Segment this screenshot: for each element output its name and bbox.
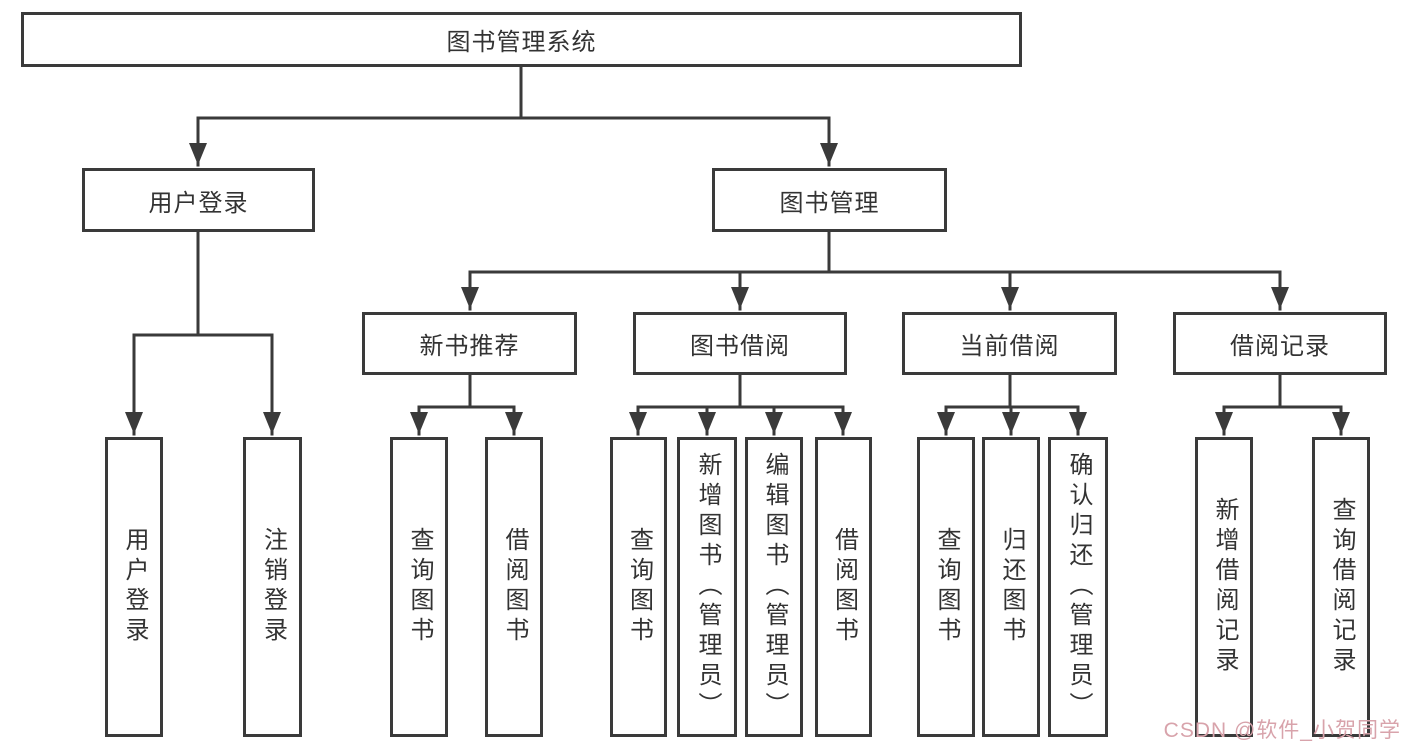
leaf-add-book-admin: 新增图书（管理员） — [677, 437, 737, 737]
node-user-login-label: 用户登录 — [148, 189, 249, 217]
watermark-text: CSDN @软件_小贺同学 — [1163, 719, 1401, 742]
leaf-add-book-admin-label: 新增图书（管理员） — [694, 452, 721, 722]
node-book-borrow-label: 图书借阅 — [690, 333, 790, 360]
leaf-confirm-return-admin-label: 确认归还（管理员） — [1065, 452, 1092, 722]
leaf-logout-label: 注销登录 — [259, 527, 287, 647]
leaf-return-book: 归还图书 — [982, 437, 1040, 737]
leaf-user-login-label: 用户登录 — [121, 527, 148, 647]
leaf-logout: 注销登录 — [243, 437, 302, 737]
leaf-query-book-2-label: 查询图书 — [625, 527, 653, 647]
watermark: CSDN @软件_小贺同学 — [1164, 714, 1401, 744]
leaf-query-book-2: 查询图书 — [610, 437, 667, 737]
connector-current-borrow — [937, 373, 1087, 436]
leaf-query-book-3: 查询图书 — [917, 437, 975, 737]
node-book-borrow: 图书借阅 — [633, 312, 847, 375]
leaf-edit-book-admin: 编辑图书（管理员） — [745, 437, 803, 737]
leaf-query-borrow-record: 查询借阅记录 — [1312, 437, 1370, 737]
leaf-query-book-1-label: 查询图书 — [406, 527, 433, 647]
connector-new-book-recommend — [410, 373, 523, 436]
connector-book-management — [461, 230, 1289, 311]
node-borrow-record: 借阅记录 — [1173, 312, 1387, 375]
root-node-label: 图书管理系统 — [446, 29, 597, 56]
node-borrow-record-label: 借阅记录 — [1230, 333, 1330, 360]
node-current-borrow: 当前借阅 — [902, 312, 1117, 375]
connector-borrow-record — [1215, 373, 1350, 436]
root-node: 图书管理系统 — [21, 12, 1022, 67]
leaf-borrow-book-2: 借阅图书 — [815, 437, 872, 737]
node-user-login: 用户登录 — [82, 168, 315, 232]
node-current-borrow-label: 当前借阅 — [959, 333, 1060, 360]
connector-root — [189, 65, 838, 167]
leaf-add-borrow-record: 新增借阅记录 — [1195, 437, 1253, 737]
leaf-confirm-return-admin: 确认归还（管理员） — [1048, 437, 1108, 737]
node-new-book-recommend: 新书推荐 — [362, 312, 577, 375]
leaf-add-borrow-record-label: 新增借阅记录 — [1211, 497, 1238, 677]
leaf-borrow-book-1-label: 借阅图书 — [501, 527, 528, 647]
leaf-borrow-book-1: 借阅图书 — [485, 437, 543, 737]
leaf-edit-book-admin-label: 编辑图书（管理员） — [761, 452, 788, 722]
leaf-query-book-3-label: 查询图书 — [933, 527, 960, 647]
node-new-book-recommend-label: 新书推荐 — [419, 333, 520, 360]
leaf-query-book-1: 查询图书 — [390, 437, 448, 737]
connector-book-borrow — [629, 373, 852, 436]
leaf-user-login: 用户登录 — [105, 437, 163, 737]
node-book-management-label: 图书管理 — [779, 189, 880, 217]
leaf-return-book-label: 归还图书 — [998, 527, 1025, 647]
connector-user-login — [125, 230, 281, 436]
node-book-management: 图书管理 — [712, 168, 947, 232]
leaf-borrow-book-2-label: 借阅图书 — [830, 527, 858, 647]
leaf-query-borrow-record-label: 查询借阅记录 — [1328, 497, 1355, 677]
